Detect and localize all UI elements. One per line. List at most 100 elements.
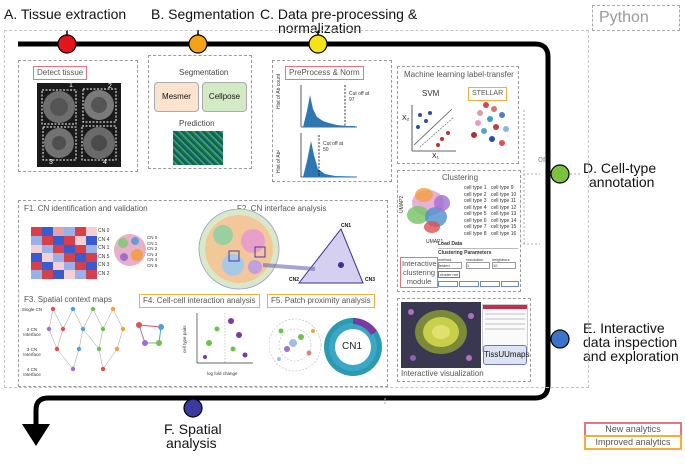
f5-center-label: CN1 [342,341,363,352]
x2-label: X₂ [402,115,410,122]
panel-spatial-analysis: F1. CN identification and validation CN … [18,200,388,387]
cluster-run-button[interactable]: cluster run [438,271,460,278]
cell-type: cell type 6 [464,217,487,224]
cell-type: cell type 13 [491,211,517,217]
legend-item: CN 2 [147,246,158,251]
cell-type: cell type 8 [464,230,487,237]
legend-improved-analytics: Improved analytics [584,435,682,450]
stage-f-label-line2: analysis [166,435,217,451]
cutoff-bottom: Cut off at 50 [323,141,344,153]
interactive-clustering-tag: Interactive clustering module [400,257,438,288]
f3-row: 4 CN Interface [23,367,41,377]
segmentation-title: Segmentation [179,68,229,77]
core-label: 1 [69,82,73,89]
cellpose-box: Cellpose [202,82,247,112]
cell-type-col1: cell type 1 cell type 2 cell type 3 cell… [464,185,487,237]
cell-type: cell type 9 [491,185,514,191]
cn-label: CN 0 [98,228,110,234]
legend-item: CN 0 [147,235,158,240]
cell-type-col2: cell type 9 cell type 10 cell type 11 ce… [491,185,516,237]
f4-tag: F4. Cell-cell interaction analysis [139,294,260,308]
core-label: 2 [108,83,112,90]
mesmer-box: Mesmer [154,82,199,112]
tissuumaps-tag: TissUUmaps [483,345,529,365]
params-title: Clustering Parameters [438,250,492,256]
visualization-image [401,302,481,368]
f3-row: 3 CN Interface [23,347,41,357]
outer-frame [4,30,589,388]
f5-tag: F5. Patch proximity analysis [267,294,375,308]
python-box: Python [592,5,680,31]
umap2-label: UMAP2 [399,195,405,213]
panel-clustering: Clustering UMAP1 UMAP2 cell type 1 cell … [397,170,521,292]
clustering-title: Clustering [442,173,479,182]
umap-plot [407,188,450,233]
f4-xlabel: log fold change [207,371,238,376]
f1-title: F1. CN identification and validation [24,204,148,213]
cell-type: cell type 12 [491,204,517,211]
cn-label: CN 1 [98,245,110,252]
stage-e-label-line3: and exploration [583,348,679,364]
hist-bottom-ylabel: Hist of Ab² [276,149,282,173]
param-resolution: resolution [466,257,484,262]
cell-type: cell type 3 [464,198,487,204]
ml-plots [411,102,509,152]
stage-a-label: A. Tissue extraction [4,6,127,22]
legend-item: CN 4 [147,257,158,262]
cell-type: cell type 1 [464,185,487,191]
panel-preprocessing: PreProcess & Norm Hist of Ab count Hist … [272,60,392,182]
method-input[interactable]: leiden [438,262,462,269]
stage-d-label-line1: D. Cell-type [583,160,657,176]
hist-top-ylabel: Hist of Ab count [276,73,282,109]
stage-e-marker [550,329,570,349]
interactive-visualization-caption: Interactive visualization [401,369,484,378]
cn-label: CN 4 [98,236,110,243]
f4-plot [196,313,253,364]
clustering-ui: Load Data Clustering Parameters method r… [438,241,519,289]
cell-type: cell type 2 [464,191,487,198]
cell-type: cell type 14 [491,217,517,224]
stellar-tag: STELLAR [468,87,508,101]
or-label: or [538,154,547,164]
cell-type: cell type 10 [491,191,517,198]
prediction-label: Prediction [179,119,215,128]
neighbors-input[interactable]: 10 [492,262,516,269]
cutoff-top: Cut off at 97 [349,91,370,103]
cn-label: CN 3 [98,262,110,269]
f3-row: 2 CN Interface [23,327,41,337]
umap1-label: UMAP1 [426,239,444,245]
histograms [300,85,357,178]
panel-segmentation: Segmentation Mesmer Cellpose Prediction [148,55,252,169]
param-neighbors: neighbors [492,257,510,262]
cell-type: cell type 15 [491,224,517,230]
load-data-label: Load Data [438,241,463,247]
f1-tissue-map [114,234,146,266]
cell-type: cell type 4 [464,204,487,211]
core-label: 4 [103,159,107,166]
tissue-image: 1 2 3 4 [37,82,121,167]
panel-tissue-extraction: Detect tissue 1 2 3 4 [18,60,138,172]
cluster-ui-bar [438,281,519,287]
f4-ylabel: cell type pairs [182,325,187,353]
detect-tissue-tag: Detect tissue [33,66,88,80]
panel-interactive-visualization: TissUUmaps Interactive visualization [397,298,531,382]
python-label: Python [599,9,649,26]
core-label: 3 [49,159,53,166]
f1-heatmap [31,227,97,279]
resolution-input[interactable]: 1 [466,262,490,269]
stage-b-label: B. Segmentation [151,6,255,22]
triangle-cn1: CN1 [341,223,352,229]
triangle-cn2: CN2 [289,277,300,283]
f2-interface-diagram [198,209,364,290]
cn-label: CN 2 [98,270,110,277]
prediction-image [173,131,223,165]
stage-d-marker [550,164,570,184]
legend-item: CN 1 [147,240,158,246]
cell-type: cell type 7 [464,224,487,230]
cell-type: cell type 11 [491,198,516,204]
f3-network [136,322,164,346]
stage-c-label-line2: normalization [278,20,362,36]
stage-e-label-line2: data inspection [583,334,678,350]
f5-proximity [269,318,382,376]
